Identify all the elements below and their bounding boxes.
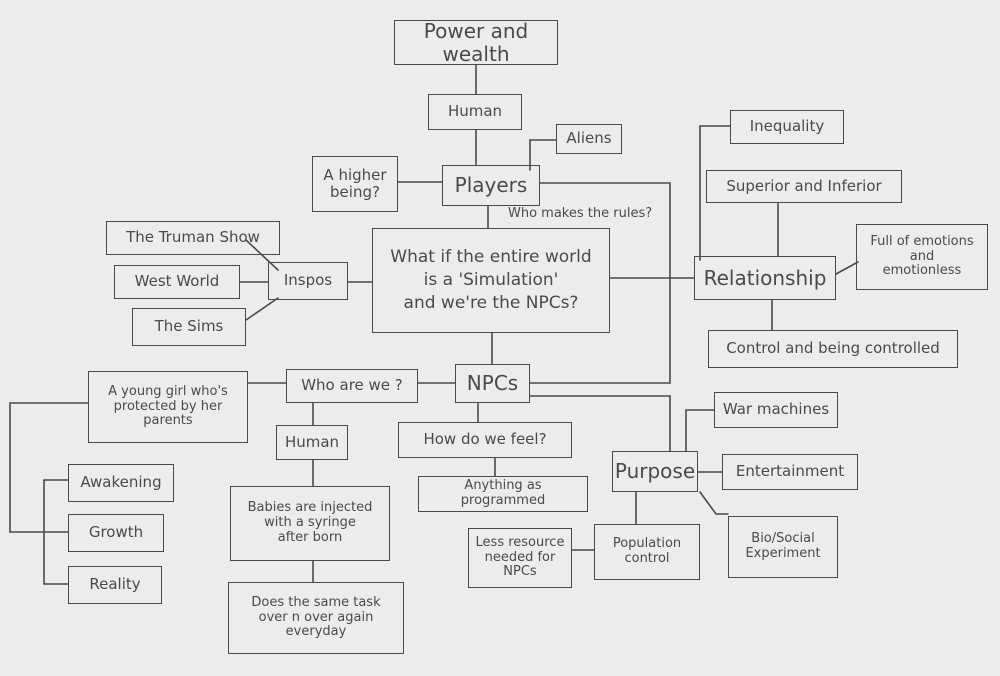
node-entertainment: Entertainment: [722, 454, 858, 490]
node-awakening: Awakening: [68, 464, 174, 502]
node-human-top: Human: [428, 94, 522, 130]
node-truman-show: The Truman Show: [106, 221, 280, 255]
node-human-mid: Human: [276, 425, 348, 460]
node-control: Control and being controlled: [708, 330, 958, 368]
node-inspos: Inspos: [268, 262, 348, 300]
node-war-machines: War machines: [714, 392, 838, 428]
node-bio-social: Bio/Social Experiment: [728, 516, 838, 578]
node-anything-programmed: Anything as programmed: [418, 476, 588, 512]
node-growth: Growth: [68, 514, 164, 552]
node-aliens: Aliens: [556, 124, 622, 154]
node-young-girl: A young girl who's protected by her pare…: [88, 371, 248, 443]
node-who-are-we: Who are we ?: [286, 369, 418, 403]
node-purpose: Purpose: [612, 451, 698, 492]
node-relationship: Relationship: [694, 256, 836, 300]
label-who-makes-rules: Who makes the rules?: [508, 206, 653, 221]
node-central-question: What if the entire world is a 'Simulatio…: [372, 228, 610, 333]
node-emotions: Full of emotions and emotionless: [856, 224, 988, 290]
node-reality: Reality: [68, 566, 162, 604]
node-players: Players: [442, 165, 540, 206]
node-west-world: West World: [114, 265, 240, 299]
node-superior-inferior: Superior and Inferior: [706, 170, 902, 203]
node-how-feel: How do we feel?: [398, 422, 572, 458]
node-less-resource: Less resource needed for NPCs: [468, 528, 572, 588]
node-inequality: Inequality: [730, 110, 844, 144]
node-higher-being: A higher being?: [312, 156, 398, 212]
node-same-task: Does the same task over n over again eve…: [228, 582, 404, 654]
node-babies: Babies are injected with a syringe after…: [230, 486, 390, 561]
node-npcs: NPCs: [455, 364, 530, 403]
node-the-sims: The Sims: [132, 308, 246, 346]
node-power-wealth: Power and wealth: [394, 19, 558, 65]
node-population-control: Population control: [594, 524, 700, 580]
